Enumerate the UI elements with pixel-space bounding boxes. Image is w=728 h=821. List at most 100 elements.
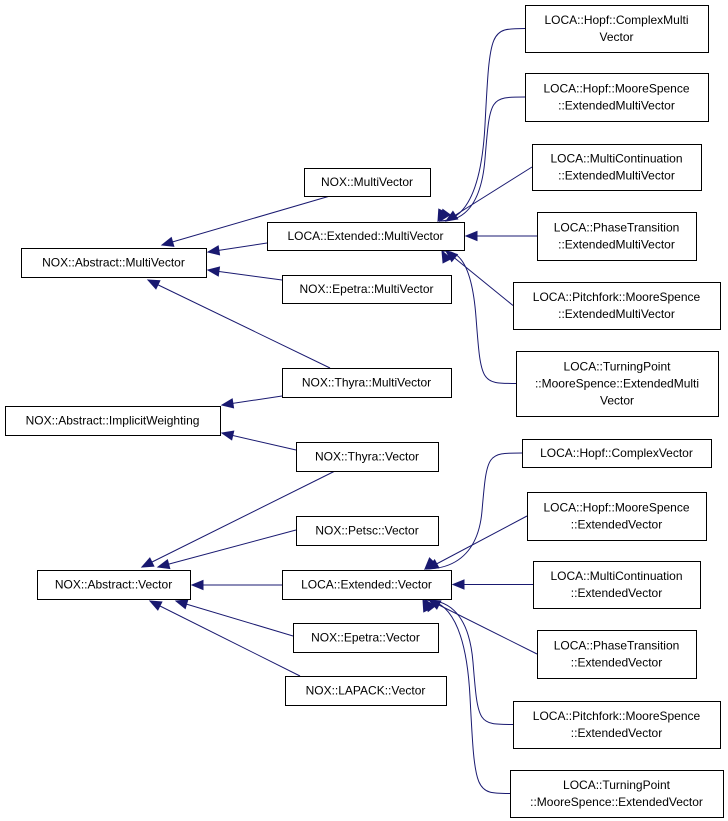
class-node-lapack-vector[interactable]: NOX::LAPACK::Vector	[285, 676, 447, 706]
node-label: ::ExtendedVector	[571, 726, 662, 740]
class-node-loca-extended-vector[interactable]: LOCA::Extended::Vector	[282, 570, 452, 600]
edge-line	[175, 600, 294, 637]
node-label: LOCA::Hopf::ComplexMulti	[544, 13, 688, 27]
inheritance-edge	[206, 266, 283, 281]
node-label: ::ExtendedVector	[571, 656, 662, 670]
inheritance-edge	[156, 529, 297, 570]
node-box	[516, 351, 719, 417]
node-label: LOCA::Hopf::MooreSpence	[543, 501, 689, 515]
edge-line	[161, 195, 331, 246]
inheritance-edge	[220, 430, 297, 451]
class-node-epetra-multivector[interactable]: NOX::Epetra::MultiVector	[282, 275, 452, 304]
node-label: LOCA::PhaseTransition	[554, 639, 680, 653]
edge-line	[422, 599, 511, 794]
class-node-multicontinuation-extended-vector[interactable]: LOCA::MultiContinuation::ExtendedVector	[533, 561, 701, 609]
inheritance-edge	[146, 279, 331, 369]
inheritance-edge	[148, 600, 301, 677]
node-box	[296, 516, 439, 546]
edge-line	[221, 432, 297, 451]
node-label: NOX::Thyra::Vector	[315, 450, 419, 464]
node-label: LOCA::MultiContinuation	[550, 569, 682, 583]
node-box	[510, 770, 724, 818]
class-node-thyra-vector[interactable]: NOX::Thyra::Vector	[296, 442, 439, 472]
edge-line	[441, 250, 517, 384]
inheritance-edge	[422, 598, 511, 794]
class-node-epetra-vector[interactable]: NOX::Epetra::Vector	[293, 623, 439, 653]
class-node-loca-extended-multivector[interactable]: LOCA::Extended::MultiVector	[267, 222, 465, 251]
edge-line	[141, 470, 336, 568]
edge-line	[149, 600, 301, 677]
class-node-thyra-multivector[interactable]: NOX::Thyra::MultiVector	[282, 368, 452, 398]
node-box	[293, 623, 439, 653]
edge-arrowhead	[220, 398, 235, 409]
class-node-pitchfork-moorespence-extended-multivector[interactable]: LOCA::Pitchfork::MooreSpence::ExtendedMu…	[513, 282, 721, 330]
inheritance-edge	[451, 579, 533, 590]
node-label: ::ExtendedMultiVector	[558, 307, 675, 321]
edge-line	[428, 599, 538, 655]
node-label: ::ExtendedMultiVector	[558, 238, 675, 252]
node-box	[532, 144, 702, 191]
edge-arrowhead	[439, 208, 451, 223]
edge-line	[439, 96, 526, 222]
inheritance-edge	[206, 242, 268, 256]
node-box	[21, 248, 207, 278]
class-node-abstract-vector[interactable]: NOX::Abstract::Vector	[37, 570, 191, 600]
inheritance-edge	[424, 452, 523, 570]
class-node-nox-multivector[interactable]: NOX::MultiVector	[304, 168, 431, 197]
class-node-hopf-moorespence-extended-vector[interactable]: LOCA::Hopf::MooreSpence::ExtendedVector	[527, 492, 707, 541]
edge-arrowhead	[206, 245, 221, 256]
node-label: ::ExtendedVector	[571, 518, 662, 532]
edge-line	[445, 250, 514, 306]
class-node-abstract-multivector[interactable]: NOX::Abstract::MultiVector	[21, 248, 207, 278]
edge-arrowhead	[464, 230, 478, 242]
node-box	[267, 222, 465, 251]
class-node-hopf-moorespence-extended-multivector[interactable]: LOCA::Hopf::MooreSpence::ExtendedMultiVe…	[525, 73, 709, 122]
class-node-hopf-complex-vector[interactable]: LOCA::Hopf::ComplexVector	[522, 439, 712, 468]
node-box	[537, 630, 697, 679]
node-box	[304, 168, 431, 197]
node-box	[285, 676, 447, 706]
node-box	[513, 282, 721, 330]
node-label: ::ExtendedMultiVector	[558, 99, 675, 113]
inheritance-edge	[174, 599, 294, 637]
node-box	[5, 406, 221, 436]
inheritance-edge	[439, 96, 526, 223]
node-label: ::ExtendedMultiVector	[558, 169, 675, 183]
node-label: NOX::Abstract::ImplicitWeighting	[26, 414, 200, 428]
node-label: NOX::Epetra::Vector	[311, 631, 420, 645]
edge-arrowhead	[451, 579, 465, 590]
class-node-multicontinuation-extended-multivector[interactable]: LOCA::MultiContinuation::ExtendedMultiVe…	[532, 144, 702, 191]
edge-arrowhead	[441, 249, 452, 264]
node-label: NOX::Epetra::MultiVector	[299, 282, 433, 296]
edge-line	[445, 166, 533, 222]
edge-arrowhead	[422, 598, 433, 613]
class-node-phasetransition-extended-multivector[interactable]: LOCA::PhaseTransition::ExtendedMultiVect…	[537, 212, 697, 261]
node-label: NOX::LAPACK::Vector	[306, 684, 426, 698]
edge-arrowhead	[148, 600, 163, 611]
edge-arrowhead	[146, 279, 161, 290]
node-label: NOX::Abstract::Vector	[55, 578, 172, 592]
class-node-phasetransition-extended-vector[interactable]: LOCA::PhaseTransition::ExtendedVector	[537, 630, 697, 679]
node-box	[522, 439, 712, 468]
node-label: LOCA::PhaseTransition	[554, 221, 680, 235]
class-node-petsc-vector[interactable]: NOX::Petsc::Vector	[296, 516, 439, 546]
edge-line	[426, 515, 528, 570]
class-node-pitchfork-moorespence-extended-vector[interactable]: LOCA::Pitchfork::MooreSpence::ExtendedVe…	[513, 701, 721, 749]
node-label: Vector	[600, 394, 634, 408]
edge-line	[147, 279, 331, 369]
inheritance-edge	[425, 515, 528, 570]
edge-line	[207, 269, 283, 281]
edge-line	[424, 452, 523, 570]
edge-arrowhead	[160, 236, 175, 247]
class-node-turningpoint-moorespence-extended-vector[interactable]: LOCA::TurningPoint::MooreSpence::Extende…	[510, 770, 724, 818]
edge-arrowhead	[220, 430, 235, 441]
class-node-turningpoint-moorespence-extended-multivector[interactable]: LOCA::TurningPoint::MooreSpence::Extende…	[516, 351, 719, 417]
class-node-abstract-implicit-weighting[interactable]: NOX::Abstract::ImplicitWeighting	[5, 406, 221, 436]
inheritance-edge	[160, 195, 331, 247]
inheritance-edge	[441, 249, 517, 384]
node-box	[533, 561, 701, 609]
node-label: LOCA::Pitchfork::MooreSpence	[533, 709, 701, 723]
node-box	[527, 492, 707, 541]
